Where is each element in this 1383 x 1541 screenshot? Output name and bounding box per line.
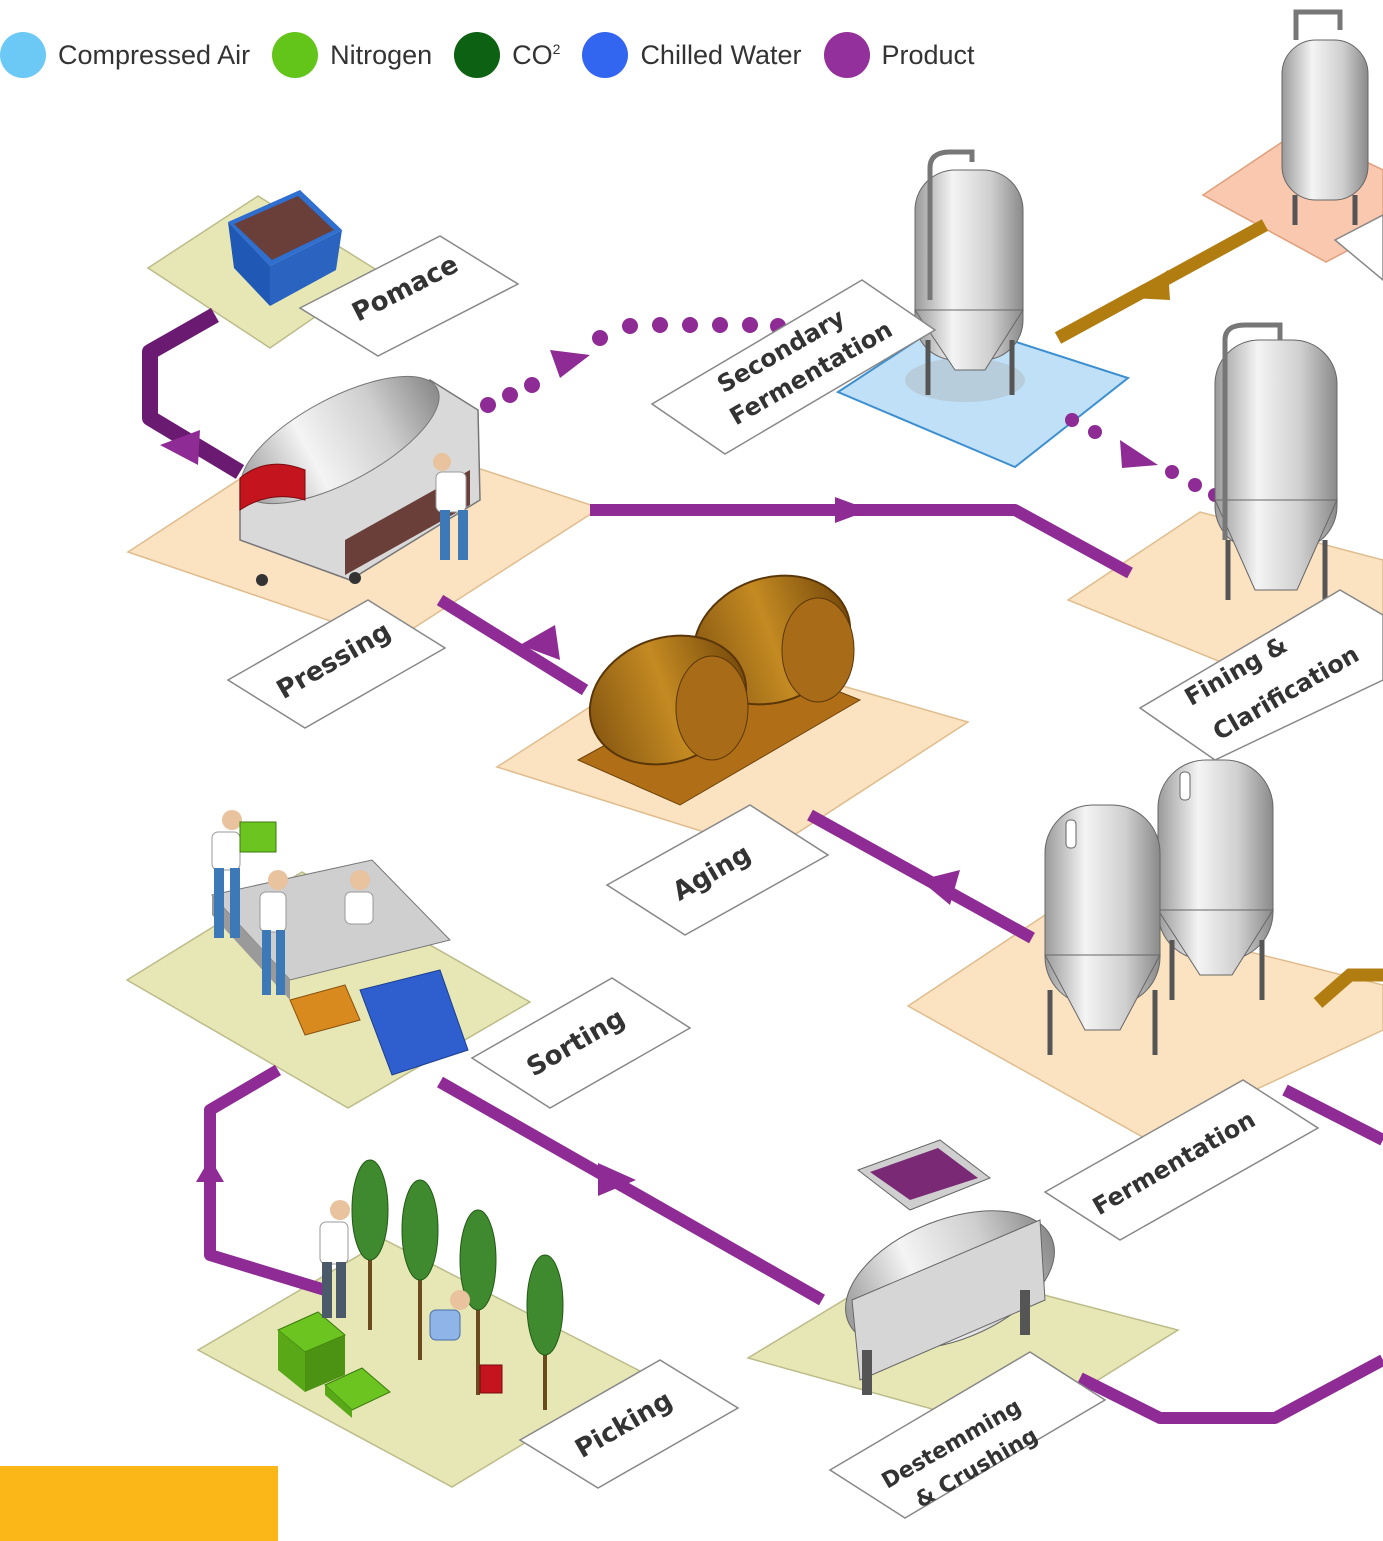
pomace-bin: [228, 190, 342, 306]
fermentation-tanks: [1044, 759, 1274, 1055]
product-pipes: [204, 504, 1383, 1424]
legend: Compressed Air Nitrogen CO2 Chilled Wate…: [0, 30, 997, 80]
oak-barrels: [576, 574, 862, 806]
flow-arrows: [160, 350, 1158, 1196]
arrow-icon: [520, 625, 560, 660]
secondary-fermentation-tank: [905, 149, 1025, 402]
pipe-fermentation-top-right: [1313, 968, 1383, 1008]
arrow-icon: [920, 870, 960, 905]
legend-label: Compressed Air: [58, 39, 251, 70]
arrow-icon: [1130, 270, 1170, 300]
pipe-destemming-right: [1077, 1354, 1383, 1424]
water-arrows: [1130, 270, 1170, 300]
sorting-table: [211, 810, 469, 1076]
worker-figure: [344, 870, 374, 925]
label-top-right-partial: [1333, 214, 1383, 281]
arrow-icon: [550, 350, 590, 378]
nitrogen-swatch: [272, 32, 319, 78]
arrow-icon: [598, 1163, 636, 1196]
product-swatch: [823, 32, 870, 78]
dotted-pipes: [480, 317, 1222, 502]
vineyard-trees: [351, 1159, 564, 1410]
arrow-icon: [196, 1158, 224, 1182]
worker-figure: [319, 1200, 350, 1318]
pipe-picking-sorting: [204, 1064, 327, 1296]
pipe-sorting-destemming: [437, 1076, 825, 1306]
label-aging: Aging: [605, 804, 830, 936]
label-sorting: Sorting: [470, 977, 692, 1109]
legend-item-nitrogen: Nitrogen: [272, 32, 432, 78]
grape-crates: [277, 1311, 391, 1418]
compressed-air-swatch: [0, 32, 46, 78]
pipe-fermentation-aging: [807, 809, 1035, 944]
arrow-icon: [160, 430, 200, 465]
pipe-pressing-fining: [590, 504, 1133, 579]
legend-item-compressed-air: Compressed Air: [0, 32, 250, 78]
fining-clarification-tank: [1214, 322, 1338, 600]
legend-label: CO2: [512, 39, 561, 70]
destemmer-crusher: [845, 1139, 1055, 1395]
arrow-icon: [1120, 440, 1158, 468]
worker-figure: [259, 870, 288, 995]
arrow-icon: [835, 497, 870, 523]
legend-label: Chilled Water: [640, 39, 802, 70]
co2-swatch: [454, 32, 501, 78]
legend-label: Nitrogen: [330, 39, 433, 70]
chilled-water-swatch: [582, 32, 629, 78]
wine-press: [239, 375, 481, 586]
worker-figure: [433, 453, 468, 560]
pipe-aging-pressing: [436, 594, 589, 696]
legend-item-chilled-water: Chilled Water: [582, 32, 802, 78]
worker-figure: [429, 1290, 470, 1341]
storage-tank-top: [1281, 9, 1369, 225]
label-destemming-crushing: Destemming & Crushing: [828, 1351, 1107, 1519]
legend-label: Product: [881, 39, 975, 70]
accent-bar: [0, 1466, 278, 1541]
legend-item-product: Product: [823, 32, 975, 78]
worker-figure: [211, 810, 277, 938]
pipe-fermentation-right: [1282, 1084, 1383, 1146]
grape-bucket: [479, 1364, 503, 1394]
legend-item-co2: CO2: [454, 32, 560, 78]
